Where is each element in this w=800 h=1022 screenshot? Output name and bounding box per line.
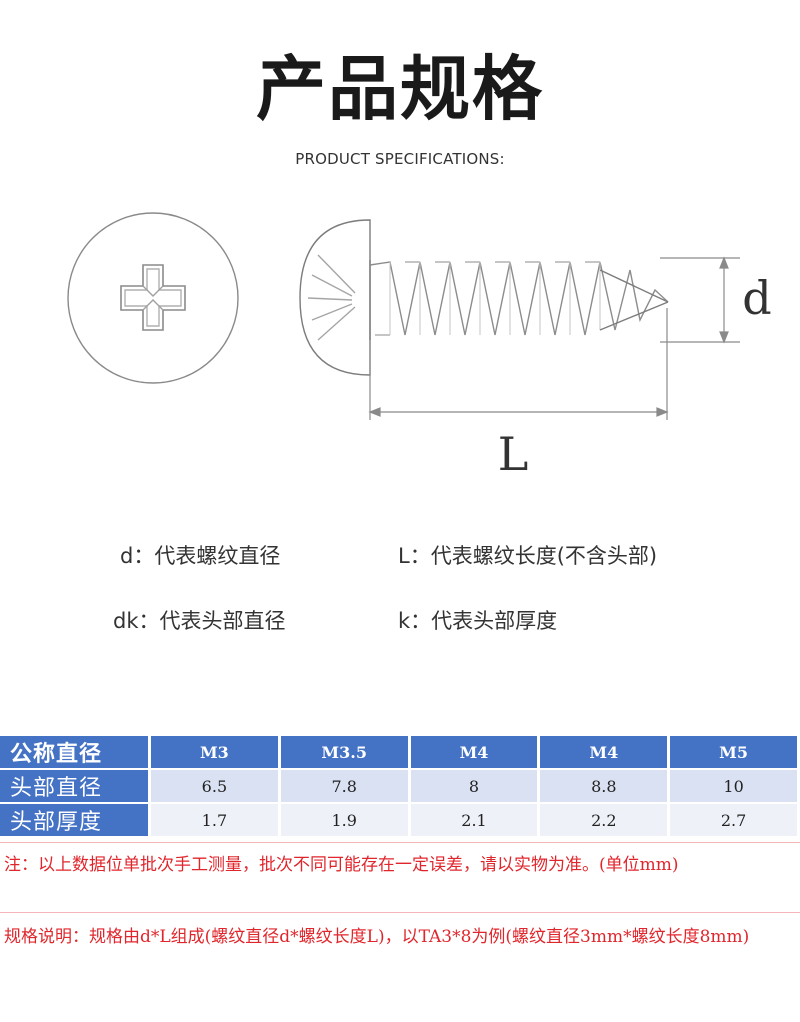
legend-dk: dk：代表头部直径 (113, 609, 286, 633)
row-label-head-thickness: 头部厚度 (0, 803, 151, 838)
dimension-lines (368, 256, 740, 420)
dimension-label-d: d (742, 271, 771, 325)
note-separator (0, 912, 800, 913)
table-cell: 8 (409, 769, 541, 804)
legend-d: d：代表螺纹直径 (120, 544, 281, 568)
table-row: 头部直径 6.5 7.8 8 8.8 10 (0, 769, 800, 804)
row-label-nominal-diameter: 公称直径 (0, 736, 151, 770)
page-subtitle: PRODUCT SPECIFICATIONS: (295, 150, 505, 168)
table-cell: 6.5 (149, 769, 281, 804)
table-cell: 8.8 (538, 769, 671, 804)
table-row: 公称直径 M3 M3.5 M4 M4 M5 (0, 736, 800, 770)
thread-lines (369, 261, 669, 336)
legend-L: L：代表螺纹长度(不含头部) (398, 544, 658, 568)
page-title: 产品规格 (256, 48, 544, 130)
table-cell: 7.8 (279, 769, 411, 804)
table-cell: M5 (668, 736, 800, 770)
table-cell: M4 (409, 736, 541, 770)
table-row: 头部厚度 1.7 1.9 2.1 2.2 2.7 (0, 803, 800, 838)
table-cell: 2.7 (668, 803, 800, 838)
dimension-label-L: L (498, 427, 529, 481)
table-cell: 2.1 (409, 803, 541, 838)
table-cell: M4 (538, 736, 671, 770)
screw-head-top-view (67, 212, 239, 384)
table-cell: 1.9 (279, 803, 411, 838)
legend-k: k：代表头部厚度 (398, 609, 558, 633)
table-cell: 1.7 (149, 803, 281, 838)
table-cell: 2.2 (538, 803, 671, 838)
note-separator (0, 842, 800, 843)
table-cell: M3.5 (279, 736, 411, 770)
screw-side-view (299, 219, 669, 376)
table-cell: 10 (668, 769, 800, 804)
table-cell: M3 (149, 736, 281, 770)
screw-diagram: d L (67, 212, 772, 481)
row-label-head-diameter: 头部直径 (0, 769, 151, 804)
measurement-note: 注：以上数据位单批次手工测量，批次不同可能存在一定误差，请以实物为准。(单位mm… (4, 855, 679, 875)
spec-table: 公称直径 M3 M3.5 M4 M4 M5 头部直径 6.5 7.8 8 8.8… (0, 736, 800, 838)
spec-explanation-note: 规格说明：规格由d*L组成(螺纹直径d*螺纹长度L)，以TA3*8为例(螺纹直径… (4, 927, 750, 947)
